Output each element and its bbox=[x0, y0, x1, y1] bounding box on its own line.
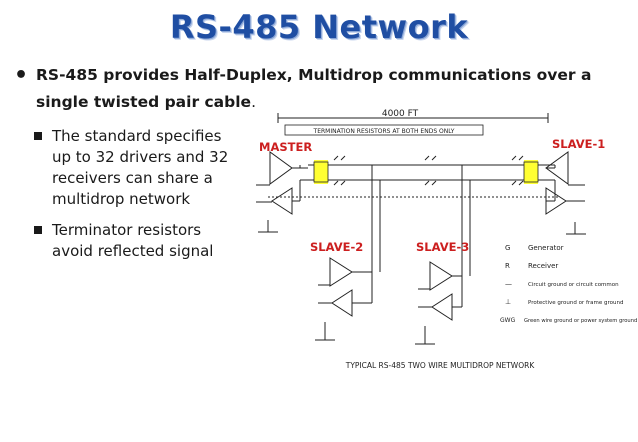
sub-bullet-1-text: The standard specifies up to 32 drivers … bbox=[52, 127, 229, 208]
slave2-receiver-icon bbox=[331, 289, 353, 317]
main-bullet-tail: . bbox=[251, 93, 256, 111]
legend-symbol-green-wire-ground: GWG bbox=[500, 317, 516, 324]
master-terminator-resistor-icon bbox=[313, 161, 329, 183]
legend-text-circuit-ground: Circuit ground or circuit common bbox=[528, 282, 619, 288]
legend-symbol-circuit-ground: — bbox=[505, 280, 512, 288]
main-bullet-text: RS-485 provides Half-Duplex, Multidrop c… bbox=[36, 62, 629, 116]
sub-bullet-2-text: Terminator resistors avoid reflected sig… bbox=[52, 221, 214, 260]
legend-text-green-wire-ground: Green wire ground or power system ground bbox=[524, 318, 637, 324]
legend-symbol-protective-ground: ⊥ bbox=[505, 298, 511, 306]
square-bullet-icon bbox=[34, 132, 42, 140]
legend-text-generator: Generator bbox=[528, 244, 564, 252]
master-label: MASTER bbox=[259, 140, 312, 154]
slave3-driver-icon bbox=[429, 261, 453, 291]
master-driver-icon bbox=[269, 151, 293, 185]
legend: G Generator R Receiver — Circuit ground … bbox=[500, 244, 637, 324]
slave2-driver-icon bbox=[329, 257, 353, 287]
master-receiver-icon bbox=[271, 187, 293, 215]
slave1-driver-icon bbox=[545, 151, 569, 185]
slave1-terminator-highlight bbox=[524, 160, 538, 184]
slave1-terminator-resistor-icon bbox=[523, 161, 539, 183]
slave3-label: SLAVE-3 bbox=[416, 240, 469, 254]
main-bullet-bold: RS-485 provides Half-Duplex, Multidrop c… bbox=[36, 66, 592, 111]
termination-note: TERMINATION RESISTORS AT BOTH ENDS ONLY bbox=[313, 128, 455, 135]
slide-title: RS-485 Network bbox=[169, 8, 469, 46]
bullet-dot-icon: • bbox=[14, 63, 29, 88]
master-terminator-highlight bbox=[314, 160, 328, 184]
main-bullet: • RS-485 provides Half-Duplex, Multidrop… bbox=[14, 62, 629, 116]
legend-text-protective-ground: Protective ground or frame ground bbox=[528, 300, 623, 306]
termination-note-box bbox=[284, 124, 484, 136]
legend-symbol-generator: G bbox=[505, 244, 510, 252]
legend-text-receiver: Receiver bbox=[528, 262, 558, 270]
square-bullet-icon bbox=[34, 226, 42, 234]
sub-bullet-1: The standard specifies up to 32 drivers … bbox=[34, 126, 244, 210]
distance-label: 4000 FT bbox=[382, 109, 419, 119]
sub-bullet-2: Terminator resistors avoid reflected sig… bbox=[34, 220, 244, 262]
slave3-receiver-icon bbox=[431, 293, 453, 321]
slave1-label: SLAVE-1 bbox=[552, 137, 605, 151]
legend-symbol-receiver: R bbox=[505, 262, 510, 270]
diagram-caption: TYPICAL RS-485 TWO WIRE MULTIDROP NETWOR… bbox=[345, 361, 536, 370]
slave2-label: SLAVE-2 bbox=[310, 240, 363, 254]
